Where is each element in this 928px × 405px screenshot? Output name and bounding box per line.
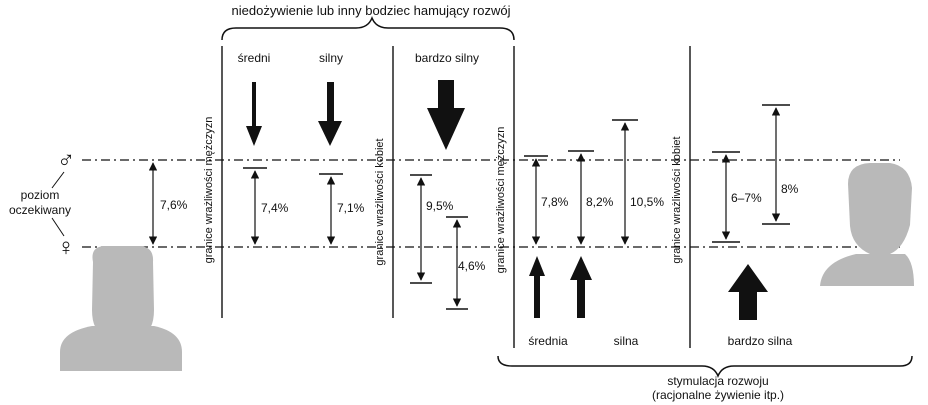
inhibition-medium-arrow [246, 82, 262, 146]
expected-level-pointer-down [51, 217, 65, 237]
vertical-label-women-2: granice wrażliwości kobiet [671, 136, 683, 263]
stimulation-strong-label: silna [614, 334, 639, 348]
vertical-label-men-1: granice wrażliwości mężczyzn [203, 117, 215, 264]
inhibition-very-strong-arrow [427, 80, 465, 150]
bottom-bracket-label-1: stymulacja rozwoju [667, 374, 768, 388]
vertical-label-men-2: granice wrażliwości mężczyzn [495, 127, 507, 274]
expected-level-label-1: poziom [21, 188, 60, 202]
stimulation-very-strong-label: bardzo silna [728, 334, 793, 348]
male-symbol: ♂ [57, 147, 75, 174]
inh-strong-value: 7,1% [337, 201, 365, 215]
female-silhouette [60, 246, 182, 371]
inhibition-very-strong-label: bardzo silny [415, 51, 479, 65]
stimulation-very-strong-arrow [728, 264, 768, 320]
expected-level-label-2: oczekiwany [9, 203, 71, 217]
stim-medium-value: 7,8% [541, 195, 569, 209]
top-bracket-label: niedożywienie lub inny bodziec hamujący … [232, 3, 511, 18]
bottom-bracket-label-2: (racjonalne żywienie itp.) [652, 388, 784, 402]
stimulation-medium-arrow [529, 256, 545, 318]
inh-vstrong-men-value: 9,5% [426, 199, 454, 213]
bottom-bracket [497, 355, 913, 379]
male-silhouette [820, 163, 914, 286]
stim-strong-men-value: 10,5% [630, 195, 664, 209]
stim-vstrong-men-value: 8% [781, 182, 799, 196]
female-symbol: ♀ [57, 234, 75, 261]
expected-level-pointer-up [51, 171, 65, 189]
inhibition-strong-arrow [318, 82, 342, 146]
inh-vstrong-women-value: 4,6% [458, 259, 486, 273]
stimulation-strong-arrow [570, 256, 592, 318]
top-bracket [221, 15, 515, 41]
stimulation-medium-label: średnia [528, 334, 568, 348]
inhibition-medium-label: średni [238, 51, 271, 65]
inh-medium-value: 7,4% [261, 201, 289, 215]
expected-gap-value: 7,6% [160, 198, 188, 212]
stim-strong-value: 8,2% [586, 195, 614, 209]
vertical-label-women-1: granice wrażliwości kobiet [374, 138, 386, 265]
stim-vstrong-women-value: 6–7% [731, 191, 762, 205]
inhibition-strong-label: silny [319, 51, 343, 65]
